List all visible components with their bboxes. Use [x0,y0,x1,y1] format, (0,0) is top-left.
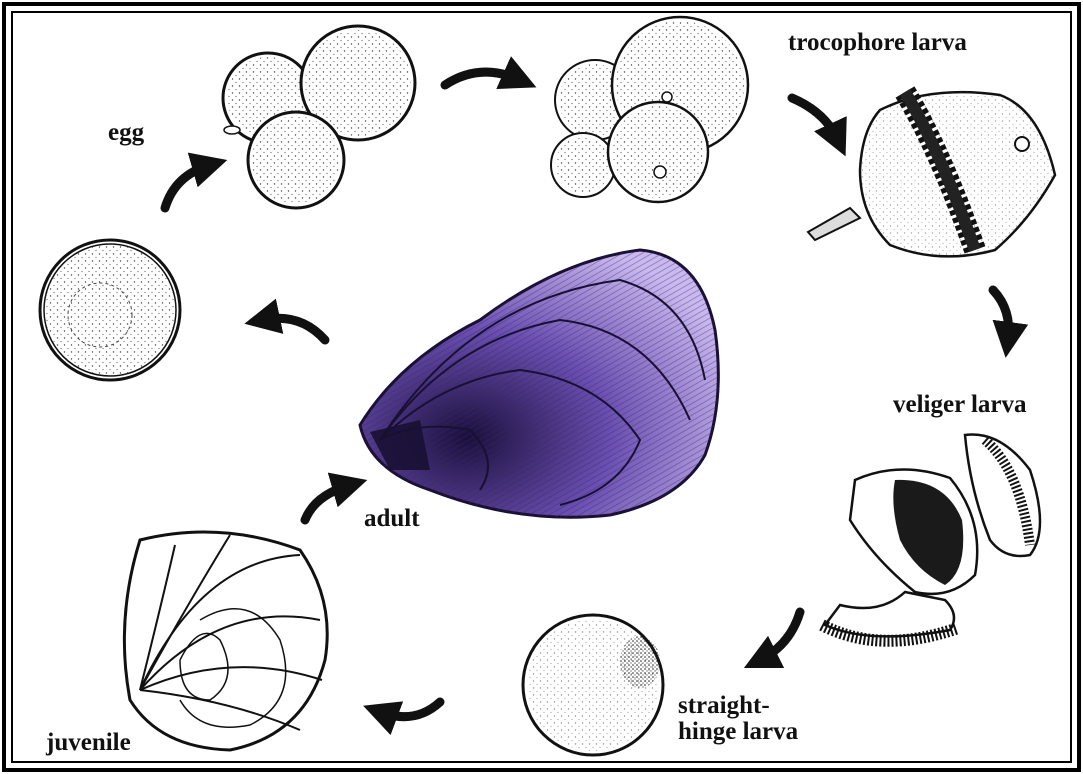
arrow-2 [445,72,520,85]
label-juvenile: juvenile [46,730,131,756]
arrow-7 [305,485,350,520]
arrow-4 [993,290,1009,340]
arrow-8 [262,318,325,340]
label-egg: egg [108,120,144,146]
arrow-5 [760,612,800,660]
adult-oyster-illustration [360,250,718,517]
egg-cluster-illustration [223,26,415,208]
arrow-6 [380,702,440,717]
arrow-3 [792,98,838,140]
label-adult: adult [364,506,420,532]
label-veliger-larva: veliger larva [893,392,1027,418]
label-trocophore-larva: trocophore larva [788,30,967,56]
veliger-larva-illustration [822,434,1040,640]
arrow-1 [165,165,210,208]
cleavage-cluster-illustration [551,17,748,202]
egg-single-illustration [40,240,180,380]
juvenile-illustration [124,532,327,750]
straight-hinge-larva-illustration [523,615,663,755]
trocophore-larva-illustration [808,92,1055,256]
label-straight-hinge-larva: straight- hinge larva [678,693,808,746]
